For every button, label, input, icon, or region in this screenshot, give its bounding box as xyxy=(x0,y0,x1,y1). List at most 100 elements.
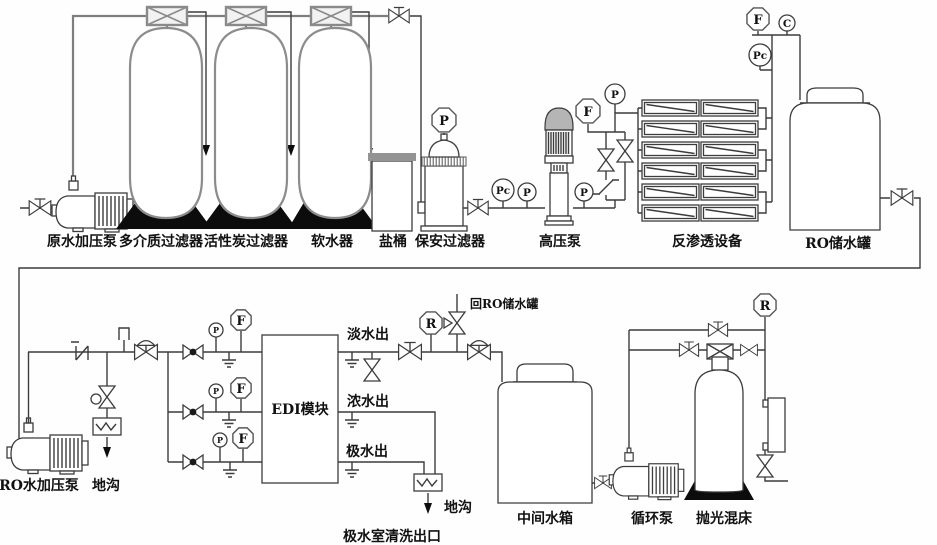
gauge-fresh-r: R xyxy=(420,312,442,352)
intermediate-tank xyxy=(497,363,593,504)
ro-membrane-rack xyxy=(637,99,772,222)
fresh-out-label: 淡水出 xyxy=(347,326,389,343)
gauge-security-p: P xyxy=(432,108,456,135)
edi-inlet-valve-2-icon xyxy=(182,404,204,420)
gauge-product-cond: C xyxy=(778,14,796,32)
edi-inlet-valve-1-icon xyxy=(182,344,204,360)
ro-storage-tank xyxy=(789,87,881,231)
pipe-fresh-out xyxy=(338,294,503,382)
gauge-edi1-f: F xyxy=(231,310,251,352)
gauge-ro-feed-p: P xyxy=(604,83,626,113)
ground-edi2-icon xyxy=(221,411,237,428)
ro-feed-valve-icon xyxy=(616,139,634,163)
ro-tank-outlet-valve-icon xyxy=(890,188,914,206)
svg-text:F: F xyxy=(236,382,246,397)
mid-tank-label: 中间水箱 xyxy=(517,510,573,527)
ro-unit-label: 反渗透设备 xyxy=(672,233,743,250)
drain-arrow-2 xyxy=(287,145,295,156)
svg-text:F: F xyxy=(753,13,763,28)
ro-feed-pump xyxy=(6,352,89,475)
salt-barrel xyxy=(368,153,416,232)
pipe-product-line xyxy=(752,31,801,202)
fresh-out-valve-icon xyxy=(397,341,423,361)
softener-top-valve-icon xyxy=(309,5,353,27)
pipe-ro-tank-outlet xyxy=(18,197,921,452)
carbon-filter-label: 活性炭过滤器 xyxy=(204,233,289,250)
security-filter-label: 保安过滤器 xyxy=(414,233,486,250)
svg-text:C: C xyxy=(783,18,791,30)
svg-text:F: F xyxy=(238,432,248,447)
mid-tank-inlet-valve-icon xyxy=(466,339,492,361)
edi-label: EDI模块 xyxy=(271,401,329,418)
top-right-valve-icon xyxy=(388,6,410,24)
hp-pump-label: 高压泵 xyxy=(539,233,581,250)
high-pressure-pump xyxy=(544,107,574,226)
carbon-filter-tank xyxy=(213,26,289,220)
drain-arrow-1 xyxy=(202,145,210,156)
gauge-polish-r: R xyxy=(754,294,776,316)
ground-polar-icon xyxy=(344,461,360,478)
raw-pump-label: 原水加压泵 xyxy=(47,233,117,250)
mixed-bed-inlet-valve-icon xyxy=(678,341,700,357)
svg-text:Pc: Pc xyxy=(496,185,510,197)
svg-text:P: P xyxy=(439,114,449,129)
pipe-polar-out xyxy=(338,461,425,474)
svg-text:P: P xyxy=(523,187,531,199)
ground-fresh-icon xyxy=(344,351,360,368)
final-outlet-valve-icon xyxy=(756,454,774,478)
gauge-product-flow: F xyxy=(747,8,769,30)
softener-tank xyxy=(297,26,373,220)
gauge-product-pc: Pc xyxy=(748,43,772,67)
drain-mid xyxy=(413,473,443,514)
edi-inlet-valve-3-icon xyxy=(182,454,204,470)
flow-indicator-column xyxy=(762,397,786,453)
gauge-edi3-p: P xyxy=(212,432,228,462)
ground-edi1-icon xyxy=(221,351,237,368)
gauge-prefilter-p: P xyxy=(517,182,537,202)
drain-mid-label: 地沟 xyxy=(444,499,472,516)
svg-text:R: R xyxy=(426,317,437,332)
gauge-edi2-p: P xyxy=(208,383,224,412)
filter-outlet-valve-icon xyxy=(467,198,489,216)
svg-text:P: P xyxy=(580,187,588,199)
pipe-conc-out xyxy=(338,411,436,474)
media-filter-tank xyxy=(128,26,204,220)
polar-out-label: 极水出 xyxy=(346,443,388,460)
ground-conc-icon xyxy=(344,411,360,428)
ro-feed-pump-label: RO水加压泵 xyxy=(0,477,79,494)
circ-pump-label: 循环泵 xyxy=(631,510,673,527)
circulation-pump xyxy=(608,330,685,501)
gauge-edi2-f: F xyxy=(231,378,251,412)
gauge-postpump-p: P xyxy=(574,182,594,208)
ro-tank-label: RO储水罐 xyxy=(805,235,871,252)
carbon-filter-top-valve-icon xyxy=(224,5,268,27)
svg-text:F: F xyxy=(583,105,593,120)
svg-text:P: P xyxy=(213,325,219,335)
svg-text:F: F xyxy=(236,314,246,329)
media-filter-top-valve-icon xyxy=(145,5,189,27)
mixed-bed-label: 抛光混床 xyxy=(696,510,753,527)
gauge-hp-flow: F xyxy=(576,99,606,133)
svg-text:Pc: Pc xyxy=(753,50,767,62)
raw-water-feed-valve xyxy=(20,198,52,216)
ro-bypass-valve-icon xyxy=(597,148,615,172)
mixed-bed-tank xyxy=(694,343,744,493)
svg-text:P: P xyxy=(213,386,219,396)
return-ro-valve xyxy=(443,311,466,335)
media-filter-label: 多介质过滤器 xyxy=(119,233,204,250)
edi-module xyxy=(261,334,339,484)
svg-text:P: P xyxy=(611,89,619,101)
polar-rinse-outlet-label: 极水室清洗出口 xyxy=(343,528,441,545)
mixed-bed-bypass-valve-icon xyxy=(707,321,729,337)
salt-barrel-label: 盐桶 xyxy=(379,233,407,250)
edi-feed-valve-icon xyxy=(133,339,159,361)
return-ro-label: 回RO储水罐 xyxy=(470,296,538,311)
ground-edi3-icon xyxy=(222,461,238,478)
fresh-drain-valve-icon xyxy=(363,358,381,382)
conc-out-label: 浓水出 xyxy=(347,393,389,410)
drain-branch-left xyxy=(90,352,122,458)
softener-label: 软水器 xyxy=(311,233,354,250)
svg-text:P: P xyxy=(217,435,223,445)
security-filter xyxy=(417,133,468,232)
